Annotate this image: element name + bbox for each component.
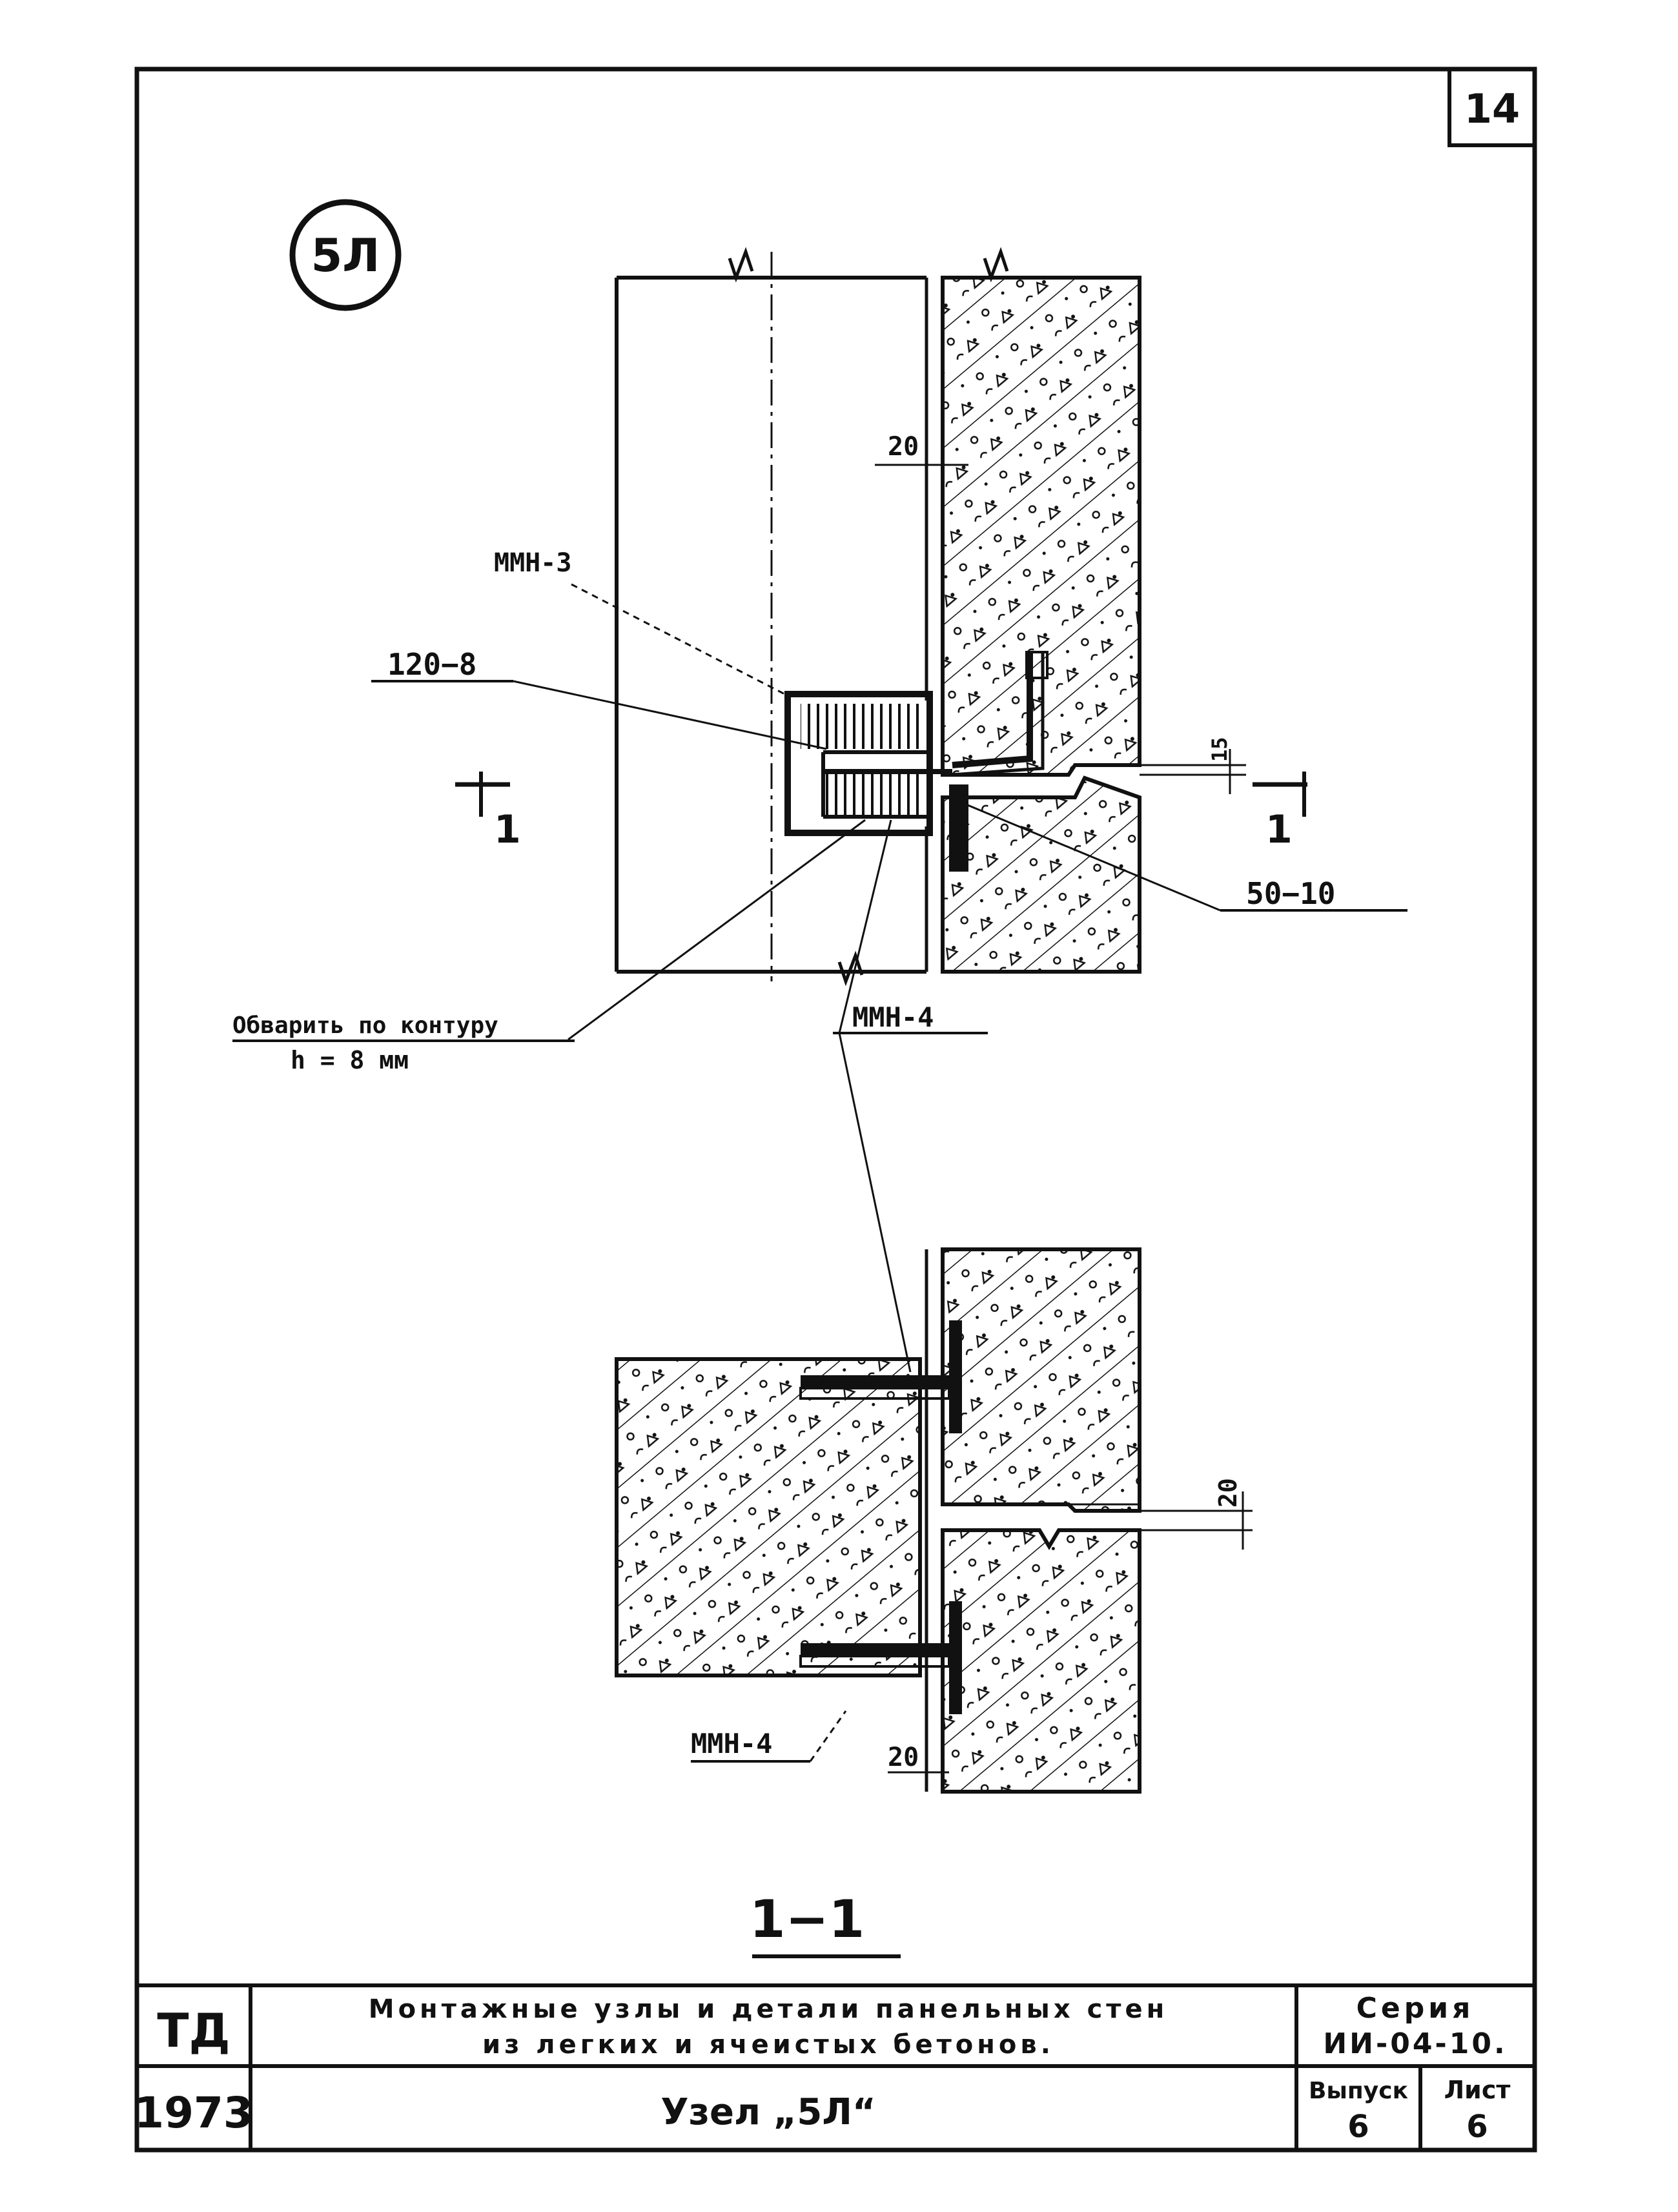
upper-detail: 20 15 1 1 ММН-3 120−8 50−10 Обварить по bbox=[232, 247, 1407, 1373]
dim-bottom-20: 20 bbox=[888, 1743, 919, 1772]
series-label: Серия bbox=[1356, 1992, 1475, 2025]
title-line1: Монтажные узлы и детали панельных стен bbox=[369, 1994, 1168, 2024]
list-label: Лист bbox=[1444, 2076, 1511, 2104]
node-marker: 5Л bbox=[289, 199, 402, 311]
upper-concrete-panel bbox=[941, 276, 1141, 777]
left-slab bbox=[615, 1357, 922, 1677]
section-1-1-detail: 20 20 ММН-4 1−1 bbox=[615, 1247, 1253, 1958]
node-marker-label: 5Л bbox=[311, 229, 380, 282]
label-120-8: 120−8 bbox=[387, 647, 476, 682]
title-org: ТД bbox=[157, 2003, 230, 2058]
label-mmn4-lower: ММН-4 bbox=[691, 1728, 772, 1759]
insulation-block bbox=[784, 691, 933, 836]
sheet-number-box: 14 bbox=[1448, 67, 1537, 147]
right-upper-panel bbox=[941, 1247, 1141, 1513]
section-cut-right-label: 1 bbox=[1265, 807, 1293, 852]
dim-15: 15 bbox=[1207, 737, 1232, 762]
section-cut-left: 1 bbox=[455, 772, 521, 852]
dim-mid-20: 20 bbox=[1214, 1478, 1242, 1508]
section-cut-left-label: 1 bbox=[494, 807, 521, 852]
right-lower-panel bbox=[941, 1528, 1141, 1794]
label-50-10: 50−10 bbox=[1246, 876, 1335, 911]
section-cut-right: 1 bbox=[1253, 772, 1307, 852]
dim-top-20: 20 bbox=[888, 432, 919, 462]
embedded-plate-lower bbox=[801, 1643, 949, 1656]
weld-note-line1: Обварить по контуру bbox=[232, 1012, 498, 1039]
sheet-title: Узел „5Л“ bbox=[660, 2091, 875, 2133]
section-title: 1−1 bbox=[750, 1889, 865, 1949]
title-year: 1973 bbox=[134, 2088, 253, 2138]
list-value: 6 bbox=[1466, 2109, 1488, 2145]
series-value: ИИ-04-10. bbox=[1323, 2027, 1507, 2060]
title-line2: из легких и ячеистых бетонов. bbox=[482, 2030, 1054, 2060]
title-block: ТД 1973 Монтажные узлы и детали панельны… bbox=[134, 1983, 1535, 2150]
sheet-frame bbox=[134, 67, 1537, 2153]
anchor-bar bbox=[952, 652, 1033, 768]
label-mmn3: ММН-3 bbox=[494, 548, 571, 578]
issue-label: Выпуск bbox=[1309, 2078, 1408, 2104]
sheet-number: 14 bbox=[1464, 85, 1520, 132]
issue-value: 6 bbox=[1347, 2109, 1369, 2145]
label-mmn4-upper: ММН-4 bbox=[852, 1001, 934, 1033]
lower-concrete-panel bbox=[941, 775, 1141, 974]
embedded-plate-upper bbox=[801, 1375, 949, 1388]
weld-note-line2: h = 8 мм bbox=[291, 1046, 409, 1074]
